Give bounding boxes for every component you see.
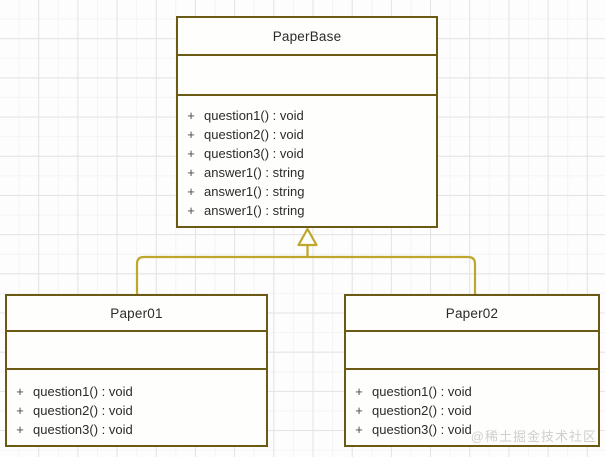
operation-row: + question1() : void (178, 106, 436, 125)
operation-signature: answer1() : string (204, 184, 305, 199)
operation-row: + answer1() : string (178, 201, 436, 220)
class-box-paperbase[interactable]: PaperBase + question1() : void + questio… (176, 16, 438, 228)
class-operations-paperbase: + question1() : void + question2() : voi… (178, 96, 436, 226)
visibility-marker: + (355, 422, 363, 437)
operation-signature: question3() : void (372, 422, 472, 437)
visibility-marker: + (16, 384, 24, 399)
operation-signature: question1() : void (204, 108, 304, 123)
class-box-paper02[interactable]: Paper02 + question1() : void + question2… (344, 294, 600, 447)
visibility-marker: + (187, 203, 195, 218)
watermark: @稀土掘金技术社区 (470, 429, 597, 444)
inheritance-arrowhead-icon (297, 227, 318, 247)
operation-signature: answer1() : string (204, 203, 305, 218)
operation-signature: question1() : void (33, 384, 133, 399)
operation-signature: question2() : void (372, 403, 472, 418)
operation-row: + question1() : void (346, 382, 598, 401)
class-name-paper02: Paper02 (346, 296, 598, 333)
visibility-marker: + (187, 146, 195, 161)
class-operations-paper02: + question1() : void + question2() : voi… (346, 370, 598, 445)
operation-signature: question2() : void (204, 127, 304, 142)
class-attributes-paper01 (7, 332, 266, 370)
operation-row: + question2() : void (346, 401, 598, 420)
operation-row: + question3() : void (178, 144, 436, 163)
operation-row: + answer1() : string (178, 182, 436, 201)
operation-row: + question3() : void (346, 420, 598, 439)
class-attributes-paper02 (346, 332, 598, 370)
operation-signature: question2() : void (33, 403, 133, 418)
class-box-paper01[interactable]: Paper01 + question1() : void + question2… (5, 294, 268, 447)
operation-row: + question1() : void (7, 382, 266, 401)
operation-row: + answer1() : string (178, 163, 436, 182)
operation-row: + question2() : void (178, 125, 436, 144)
visibility-marker: + (355, 403, 363, 418)
visibility-marker: + (187, 127, 195, 142)
class-operations-paper01: + question1() : void + question2() : voi… (7, 370, 266, 445)
visibility-marker: + (16, 422, 24, 437)
operation-signature: question1() : void (372, 384, 472, 399)
class-name-paper01: Paper01 (7, 296, 266, 333)
visibility-marker: + (187, 184, 195, 199)
visibility-marker: + (187, 165, 195, 180)
visibility-marker: + (187, 108, 195, 123)
visibility-marker: + (16, 403, 24, 418)
operation-row: + question2() : void (7, 401, 266, 420)
visibility-marker: + (355, 384, 363, 399)
operation-row: + question3() : void (7, 420, 266, 439)
class-attributes-paperbase (178, 56, 436, 96)
operation-signature: answer1() : string (204, 165, 305, 180)
operation-signature: question3() : void (204, 146, 304, 161)
connector-branch-paper01 (135, 255, 308, 294)
class-name-paperbase: PaperBase (178, 18, 436, 56)
connector-branch-paper02 (307, 255, 477, 294)
operation-signature: question3() : void (33, 422, 133, 437)
